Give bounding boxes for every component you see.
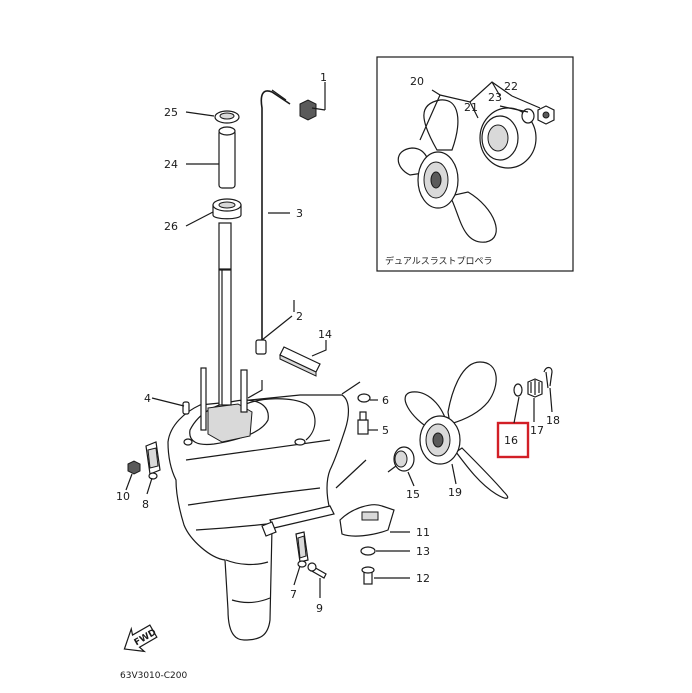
callout-13: 13 bbox=[416, 545, 430, 558]
callout-9: 9 bbox=[316, 602, 323, 615]
callout-2: 2 bbox=[296, 310, 303, 323]
callout-16: 16 bbox=[504, 434, 518, 447]
part-10-nut bbox=[127, 460, 141, 475]
callout-11: 11 bbox=[416, 526, 430, 539]
highlight-box-part-16 bbox=[496, 421, 530, 459]
part-7-trim-tab bbox=[295, 531, 309, 568]
part-4-pin bbox=[182, 401, 190, 415]
callout-5: 5 bbox=[382, 424, 389, 437]
callout-22: 22 bbox=[504, 80, 518, 93]
part-13-washer bbox=[360, 546, 376, 556]
callout-18: 18 bbox=[546, 414, 560, 427]
figure-code: 63V3010-C200 bbox=[120, 671, 187, 681]
callout-4: 4 bbox=[144, 392, 151, 405]
part-12-bolt bbox=[361, 566, 375, 585]
water-tube bbox=[240, 369, 248, 413]
part-6-washer bbox=[357, 393, 371, 403]
part-1-grommet bbox=[299, 99, 317, 121]
inset-caption: デュアルスラストプロペラ bbox=[385, 255, 493, 267]
inset-leaders bbox=[419, 81, 541, 141]
part-2-rod-end bbox=[255, 339, 267, 355]
part-15-thrust-washer bbox=[393, 446, 415, 472]
shift-rod bbox=[260, 89, 291, 340]
callout-19: 19 bbox=[448, 486, 462, 499]
callout-24: 24 bbox=[164, 158, 178, 171]
callout-25: 25 bbox=[164, 106, 178, 119]
part-26-bushing bbox=[212, 198, 242, 220]
part-9-bolt bbox=[307, 562, 327, 579]
leader-lines bbox=[125, 82, 553, 598]
fwd-arrow: FWD bbox=[123, 624, 158, 653]
callout-26: 26 bbox=[164, 220, 178, 233]
callout-14: 14 bbox=[318, 328, 332, 341]
callout-3: 3 bbox=[296, 207, 303, 220]
callout-8: 8 bbox=[142, 498, 149, 511]
callout-10: 10 bbox=[116, 490, 130, 503]
part-18-cotter-pin bbox=[543, 366, 553, 389]
part-17-castle-nut bbox=[527, 378, 543, 398]
callout-1: 1 bbox=[320, 71, 327, 84]
callout-17: 17 bbox=[530, 424, 544, 437]
callout-7: 7 bbox=[290, 588, 297, 601]
callout-numbers: 1 2 3 4 5 6 7 8 9 10 11 12 13 14 15 16 1… bbox=[116, 71, 560, 615]
part-5-screw bbox=[357, 411, 369, 435]
part-11-anode-plate bbox=[339, 504, 395, 537]
gear-case-housing bbox=[167, 394, 349, 641]
part-19-propeller bbox=[404, 361, 509, 499]
part-16-washer bbox=[513, 383, 523, 397]
stud-bolt bbox=[200, 367, 207, 431]
callout-12: 12 bbox=[416, 572, 430, 585]
part-24-tube bbox=[218, 126, 236, 189]
callout-15: 15 bbox=[406, 488, 420, 501]
callout-23: 23 bbox=[488, 91, 502, 104]
part-8-anode bbox=[145, 441, 161, 480]
drive-shaft bbox=[218, 222, 232, 406]
callout-6: 6 bbox=[382, 394, 389, 407]
part-14-rubber-strip bbox=[279, 346, 321, 377]
part-25-seal bbox=[214, 110, 240, 124]
inset-dual-thrust-propeller bbox=[376, 56, 574, 272]
callout-20: 20 bbox=[410, 75, 424, 88]
callout-21: 21 bbox=[464, 101, 478, 114]
